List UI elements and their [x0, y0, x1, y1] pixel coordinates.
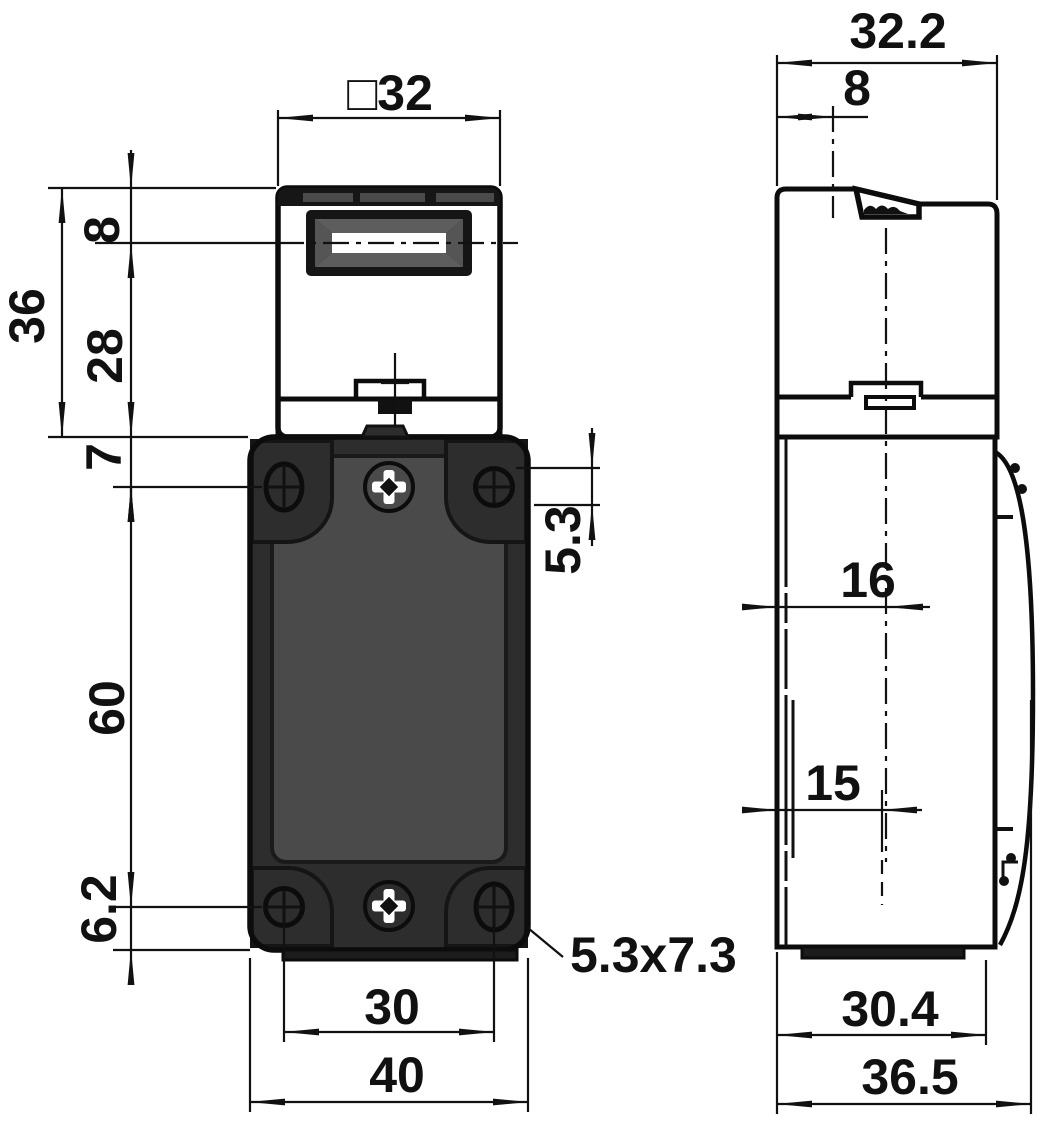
- svg-text:6.2: 6.2: [71, 874, 127, 944]
- svg-text:40: 40: [369, 1047, 425, 1103]
- front-view: □32 36 8 28 7 60 6.2: [0, 65, 737, 1112]
- base-plate-front: [281, 948, 519, 962]
- dim-body-width: 40: [249, 1047, 529, 1106]
- svg-text:8: 8: [74, 216, 130, 244]
- svg-text:36: 36: [0, 288, 55, 344]
- dim-body-depth-flat: 30.4: [776, 981, 987, 1039]
- side-view: 32.2 8 16 15 30.4 36.5: [742, 3, 1036, 1114]
- dim-hole-row-spacing: 60: [79, 486, 135, 908]
- svg-text:5.3: 5.3: [535, 505, 591, 575]
- svg-text:30: 30: [364, 979, 420, 1035]
- dim-body-top-to-holes: 7: [76, 437, 135, 522]
- svg-text:□32: □32: [347, 65, 433, 121]
- dim-top-to-slot: 8: [74, 150, 135, 244]
- svg-text:60: 60: [79, 680, 135, 736]
- cover-screw-bottom: [363, 880, 415, 932]
- dim-slot-to-bottom: 28: [77, 242, 135, 438]
- switch-body-front: [247, 424, 531, 962]
- svg-text:7: 7: [76, 443, 132, 471]
- svg-text:16: 16: [840, 552, 896, 608]
- svg-text:30.4: 30.4: [841, 981, 939, 1037]
- slot-size-callout: 5.3x7.3: [527, 927, 737, 983]
- dim-holes-to-bottom: 6.2: [71, 874, 135, 985]
- cover-screw-top: [363, 461, 415, 513]
- svg-text:36.5: 36.5: [861, 1049, 958, 1105]
- mounting-screw-top-right: [473, 466, 515, 508]
- svg-text:8: 8: [843, 60, 871, 116]
- dim-hole-diameter: 5.3: [535, 428, 596, 575]
- dim-hole-spacing: 30: [283, 979, 495, 1036]
- dim-face-to-holes: 15: [742, 755, 922, 814]
- conduit-bulge: [993, 450, 1036, 947]
- svg-text:32.2: 32.2: [849, 3, 946, 59]
- mounting-screw-top-left: [263, 461, 305, 513]
- svg-text:5.3x7.3: 5.3x7.3: [570, 927, 737, 983]
- dim-head-height: 36: [0, 187, 66, 438]
- switch-body-side: [774, 434, 1036, 960]
- svg-text:28: 28: [77, 328, 133, 384]
- screw-pocket-top-left: [250, 439, 334, 544]
- cover-panel: [270, 454, 508, 864]
- screw-pocket-top-right: [444, 439, 528, 544]
- switch-head-side: [774, 185, 1000, 440]
- dim-head-width: □32: [277, 65, 501, 122]
- svg-text:15: 15: [805, 755, 861, 811]
- dim-overall-depth: 36.5: [776, 1049, 1032, 1108]
- switch-head-front: [275, 185, 503, 440]
- slot-entry-wedge: [852, 185, 922, 220]
- dim-face-to-slot: 8: [776, 60, 871, 121]
- dim-head-depth: 32.2: [776, 3, 998, 67]
- dim-face-to-center: 16: [742, 552, 930, 611]
- base-plate-side: [800, 945, 966, 960]
